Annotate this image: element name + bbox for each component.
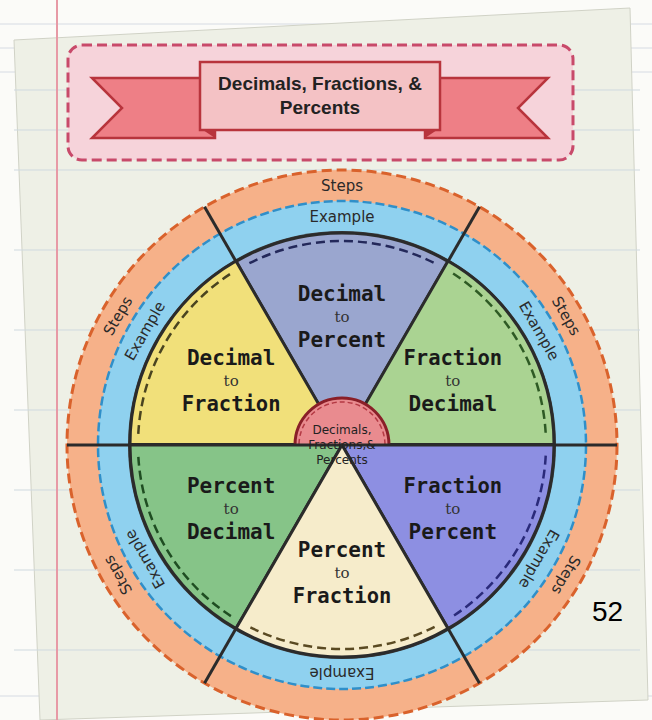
page-number: 52: [592, 596, 623, 628]
ring-dividers: [67, 207, 617, 683]
wedge-text: PercenttoDecimal: [187, 473, 276, 545]
wedge-connector-word: to: [187, 499, 276, 519]
ribbon-center: [200, 62, 440, 130]
wedge-fill: [236, 445, 448, 657]
ribbon-tail: [425, 78, 548, 138]
wedge-text: FractiontoPercent: [403, 473, 502, 545]
steps-ring: [67, 170, 617, 720]
ring-divider: [67, 444, 130, 447]
wedge-heading: Fraction: [182, 391, 281, 417]
wedge-text: DecimaltoPercent: [298, 281, 387, 353]
ring-divider: [205, 207, 237, 262]
wedge-connector-word: to: [403, 499, 502, 519]
ribbon-tail: [92, 78, 215, 138]
wedge-heading: Decimal: [182, 345, 281, 371]
wedge-dashed-edge: [249, 241, 434, 263]
center-text: Decimals, Fractions,& Percents: [303, 423, 381, 468]
wedge-connector-word: to: [403, 371, 502, 391]
ring-label: Example: [309, 208, 374, 226]
banner-title: Decimals, Fractions, & Percents: [205, 72, 435, 120]
wedge-dashed-edge: [249, 627, 434, 649]
ring-divider: [448, 629, 480, 684]
wedge-text: PercenttoFraction: [293, 537, 392, 609]
wedge-text: FractiontoDecimal: [403, 345, 502, 417]
wedge-heading: Fraction: [403, 473, 502, 499]
wheel-core: [128, 231, 556, 659]
wedge-heading: Percent: [403, 519, 502, 545]
wedge-connector-word: to: [298, 307, 387, 327]
ring-divider: [554, 444, 617, 447]
ring-divider: [205, 629, 237, 684]
center-label: Decimals, Fractions,& Percents: [303, 423, 381, 468]
wedge-heading: Percent: [187, 473, 276, 499]
ring-divider: [448, 207, 480, 262]
wedge-heading: Decimal: [403, 391, 502, 417]
wedge-text: DecimaltoFraction: [182, 345, 281, 417]
wedge-heading: Fraction: [293, 583, 392, 609]
wedge-heading: Percent: [298, 327, 387, 353]
wedge-heading: Decimal: [187, 519, 276, 545]
wedge-heading: Percent: [293, 537, 392, 563]
ring-label: Example: [309, 664, 374, 682]
wedge-heading: Fraction: [403, 345, 502, 371]
wedge-connector-word: to: [293, 563, 392, 583]
wedge-connector-word: to: [182, 371, 281, 391]
banner-frame: [68, 45, 573, 160]
ring-label: Steps: [321, 177, 363, 195]
foldable-paper: [14, 8, 648, 720]
wedge-heading: Decimal: [298, 281, 387, 307]
margin-line: [56, 0, 58, 720]
example-ring: [98, 201, 586, 689]
